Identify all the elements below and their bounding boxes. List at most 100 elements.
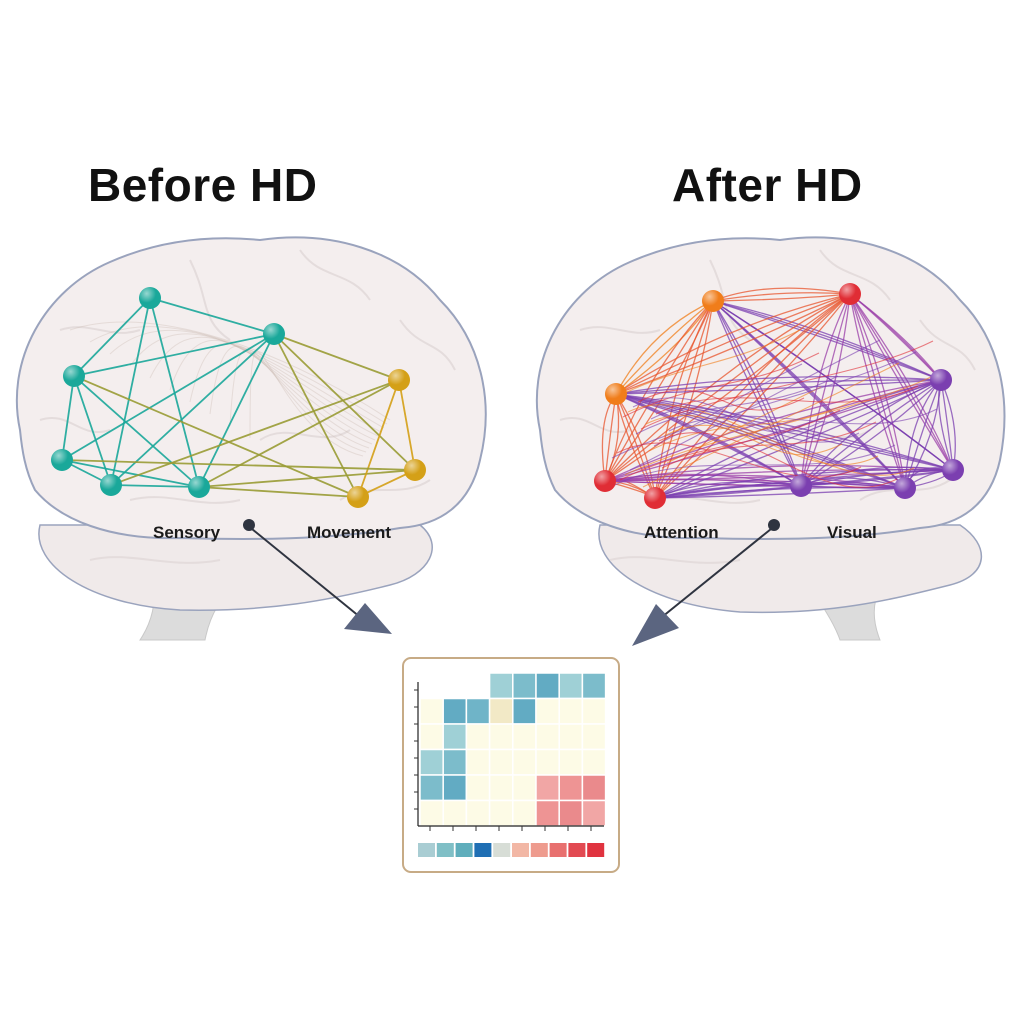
matrix-cell [535, 774, 560, 802]
matrix-cell [465, 799, 491, 827]
network-edge [712, 292, 851, 302]
network-edge [650, 407, 824, 433]
matrix-cell [442, 697, 468, 725]
network-edge [110, 333, 275, 486]
matrix-cell [465, 723, 491, 751]
network-edge [611, 351, 917, 459]
node-highlight [347, 486, 369, 508]
matrix-cell [512, 697, 537, 725]
network-edge [712, 293, 851, 302]
node-highlight [605, 383, 627, 405]
network-edge [654, 379, 942, 499]
network-edge [640, 340, 934, 430]
matrix-cell [512, 774, 537, 802]
network-edge [198, 333, 275, 488]
network-edge [632, 397, 860, 443]
matrix-cell [535, 672, 560, 700]
movement-label: Movement [307, 523, 392, 542]
network-edge [357, 379, 400, 498]
network-edge [604, 379, 942, 482]
node-highlight [790, 475, 812, 497]
network-edge [849, 293, 954, 471]
matrix-cell [558, 774, 584, 802]
matrix-cell [465, 672, 491, 700]
matrix-cell [512, 723, 537, 751]
faint-connection [189, 342, 373, 445]
network-edge [198, 486, 359, 498]
network-edge [637, 389, 805, 411]
network-edge [604, 293, 851, 482]
node-highlight [388, 369, 410, 391]
network-edge [61, 459, 200, 488]
network-edge [615, 300, 714, 395]
matrix-cell [442, 774, 468, 802]
colorbar-swatch [436, 843, 454, 857]
network-edge [61, 333, 275, 461]
matrix-cell [419, 723, 444, 751]
network-edge [849, 293, 906, 489]
network-edge [712, 300, 802, 487]
matrix-colorbar [418, 843, 605, 857]
network-edge [198, 469, 416, 488]
network-edge [73, 297, 151, 377]
colorbar-swatch [474, 843, 492, 857]
sensory-label: Sensory [153, 523, 221, 542]
network-edge [622, 352, 820, 418]
network-edge [615, 293, 851, 395]
matrix-cell [419, 697, 444, 725]
before-arrow [243, 519, 392, 634]
matrix-cell [419, 748, 444, 776]
after-network-nodes [594, 283, 964, 509]
matrix-cell [419, 672, 444, 700]
network-edge [654, 487, 906, 499]
network-edge [73, 333, 275, 377]
network-edge [712, 300, 906, 489]
network-edge [61, 459, 416, 471]
network-edge [712, 300, 942, 381]
matrix-cell [581, 672, 607, 700]
node-highlight [404, 459, 426, 481]
network-edge [712, 300, 942, 381]
matrix-ticks [414, 689, 592, 831]
network-edge [615, 393, 954, 471]
after-arrow [632, 519, 780, 646]
matrix-cell [535, 697, 560, 725]
node-highlight [594, 470, 616, 492]
node-highlight [188, 476, 210, 498]
colorbar-swatch [493, 843, 511, 857]
network-edge [398, 379, 416, 471]
visual-label: Visual [827, 523, 877, 542]
before-network-edges [61, 297, 416, 498]
colorbar-swatch [455, 843, 473, 857]
colorbar-swatch [568, 843, 586, 857]
network-edge [273, 333, 359, 498]
network-edge [663, 424, 843, 456]
network-edge [273, 333, 416, 471]
before-cerebellum [38, 524, 433, 611]
colorbar-swatch [549, 843, 567, 857]
network-edge [615, 293, 851, 395]
matrix-cell [512, 799, 537, 827]
matrix-cell [419, 799, 444, 827]
network-edge [615, 300, 714, 395]
network-edge [110, 379, 400, 486]
network-edge [629, 339, 881, 471]
network-edge [73, 375, 359, 498]
before-brain [15, 236, 487, 641]
connectivity-matrix [419, 672, 607, 827]
network-edge [800, 379, 942, 487]
network-edge [654, 482, 906, 499]
network-edge [615, 300, 714, 395]
matrix-cell [488, 672, 514, 700]
network-edge [661, 421, 877, 469]
colorbar-swatch [512, 843, 529, 857]
network-edge [658, 432, 898, 488]
matrix-cell [465, 697, 491, 725]
network-edge [273, 333, 400, 381]
network-edge [712, 300, 942, 381]
matrix-cell [581, 774, 607, 802]
before-gyri [39, 249, 456, 564]
matrix-cell [488, 697, 514, 725]
matrix-cell [581, 799, 607, 827]
matrix-cell [558, 748, 584, 776]
